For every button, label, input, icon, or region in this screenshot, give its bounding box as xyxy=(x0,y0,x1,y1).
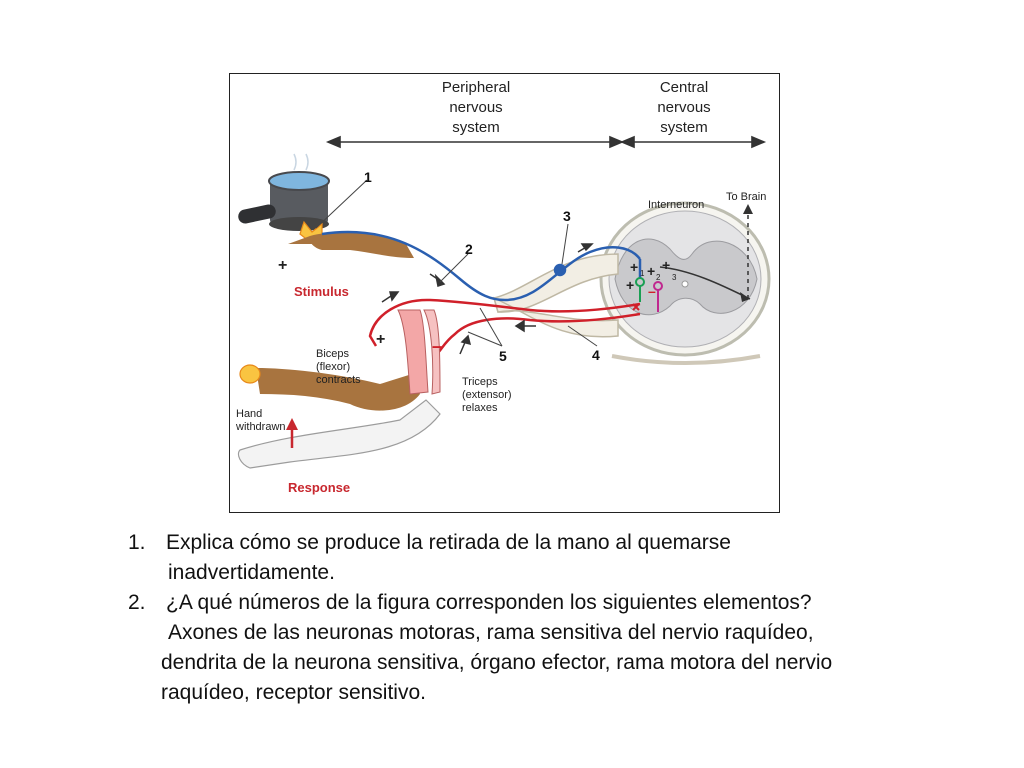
response-label: Response xyxy=(288,480,350,495)
question-2: 2. ¿A qué números de la figura correspon… xyxy=(128,588,998,708)
to-brain-arrow xyxy=(743,204,753,299)
question-2-line-1: ¿A qué números de la figura corresponden… xyxy=(166,591,812,614)
peripheral-header-line3: system xyxy=(452,119,500,136)
question-1-number: 1. xyxy=(128,531,146,554)
cord-plus-2: + xyxy=(647,263,655,279)
callout-number-1: 1 xyxy=(364,169,372,185)
stimulus-hand xyxy=(288,220,414,258)
withdraw-arrow xyxy=(286,418,298,448)
question-list: 1. Explica cómo se produce la retirada d… xyxy=(128,528,998,708)
hand-withdrawn-label-1: Hand xyxy=(236,408,262,420)
interneuron-label: Interneuron xyxy=(648,199,704,211)
question-1-line-1: Explica cómo se produce la retirada de l… xyxy=(166,531,731,554)
biceps-plus: + xyxy=(376,331,385,348)
question-2-line-4: raquídeo, receptor sensitivo. xyxy=(161,681,426,704)
synapse-2: 2 xyxy=(656,273,661,282)
callout-number-3: 3 xyxy=(563,208,571,224)
question-2-line-3: dendrita de la neurona sensitiva, órgano… xyxy=(161,651,833,674)
peripheral-header-line2: nervous xyxy=(449,99,502,116)
triceps-label-2: (extensor) xyxy=(462,389,512,401)
central-header-line1: Central xyxy=(660,79,708,96)
callout-number-2: 2 xyxy=(465,241,473,257)
biceps-label-2: (flexor) xyxy=(316,361,350,373)
triceps-label-1: Triceps xyxy=(462,376,498,388)
synapse-1: 1 xyxy=(640,269,645,278)
response-arm xyxy=(237,309,441,469)
header-arrows xyxy=(325,135,767,149)
reflex-arc-figure: Peripheral nervous system Central nervou… xyxy=(229,73,780,513)
cord-plus-3: + xyxy=(662,257,670,273)
spinal-nerve xyxy=(492,253,619,338)
synapse-3: 3 xyxy=(672,273,677,282)
cord-plus-4: + xyxy=(626,277,634,293)
flow-arrows xyxy=(381,243,594,355)
question-2-line-2: Axones de las neuronas motoras, rama sen… xyxy=(168,621,814,644)
central-header: Central nervous system xyxy=(657,79,710,136)
biceps-label-3: contracts xyxy=(316,374,361,386)
biceps-label-1: Biceps xyxy=(316,348,350,360)
stimulus-label: Stimulus xyxy=(294,284,349,299)
triceps-label-3: relaxes xyxy=(462,402,498,414)
reflex-arc-diagram: Peripheral nervous system Central nervou… xyxy=(235,79,771,495)
central-header-line3: system xyxy=(660,119,708,136)
callout-number-5: 5 xyxy=(499,348,507,364)
sensory-neuron xyxy=(321,230,642,302)
cord-minus: – xyxy=(648,283,656,299)
question-2-number: 2. xyxy=(128,591,146,614)
triceps-minus: – xyxy=(432,336,442,356)
question-1-line-2: inadvertidamente. xyxy=(168,561,335,584)
pot-illustration xyxy=(238,153,330,231)
question-1: 1. Explica cómo se produce la retirada d… xyxy=(128,528,998,588)
stimulus-plus: + xyxy=(278,257,287,274)
motor-neurons xyxy=(368,298,641,356)
central-header-line2: nervous xyxy=(657,99,710,116)
interneurons xyxy=(635,266,751,312)
peripheral-header: Peripheral nervous system xyxy=(442,79,510,136)
hand-withdrawn-label-2: withdrawn xyxy=(235,421,286,433)
callout-number-4: 4 xyxy=(592,347,600,363)
cord-plus-1: + xyxy=(630,259,638,275)
callout-lines xyxy=(315,179,598,347)
to-brain-label: To Brain xyxy=(726,191,766,203)
spinal-cord xyxy=(599,201,771,365)
peripheral-header-line1: Peripheral xyxy=(442,79,510,96)
